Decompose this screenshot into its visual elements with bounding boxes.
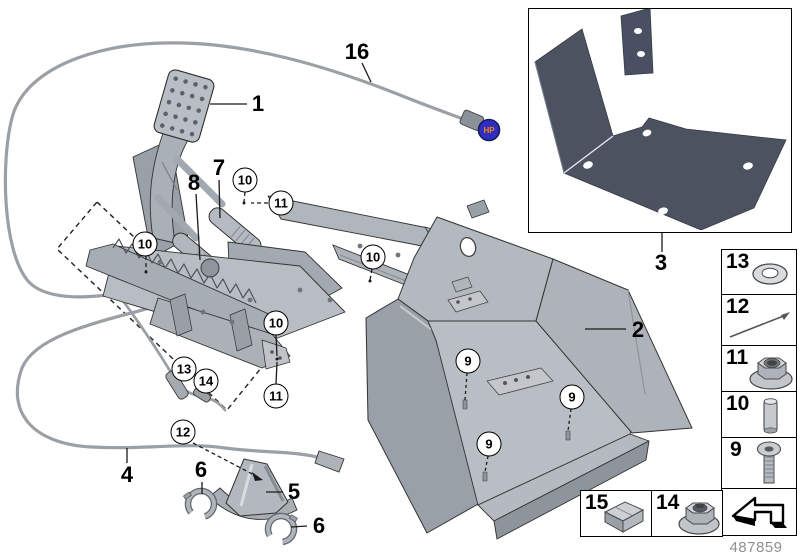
leader-lines [126,62,663,528]
diagram-number: 487859 [729,539,783,556]
callout-16[interactable]: 16 [344,39,370,64]
pedal-assembly-drawing [85,69,453,370]
legend-label-14: 14 [656,491,680,514]
callout-circled-12[interactable]: 12 [170,419,196,445]
funnel-drawing [208,458,298,520]
hp-knob-label: HP [483,126,495,135]
callout-circled-11b[interactable]: 11 [263,383,289,409]
hp-knob-cap [477,118,501,142]
callout-3[interactable]: 3 [654,250,668,275]
legend-label-10: 10 [726,391,750,415]
clamp-right-drawing [264,512,298,546]
cable-adjuster-drawing [107,280,227,412]
legend-label-15: 15 [585,491,609,514]
legend-item-11[interactable]: 11 [721,344,797,392]
legend-item-9[interactable]: 9 [721,437,797,490]
callout-circled-10c[interactable]: 10 [360,244,386,270]
callout-circled-14[interactable]: 14 [193,368,219,394]
floor-panel-drawing [534,7,787,231]
floor-bracket-drawing [365,199,693,540]
callout-circled-9b[interactable]: 9 [559,384,585,410]
legend-label-12: 12 [726,295,750,319]
flange-lock-nut-icon [678,502,720,535]
callout-circled-10d[interactable]: 10 [263,310,289,336]
callout-6b[interactable]: 6 [312,513,326,538]
legend-item-12[interactable]: 12 [721,294,797,347]
legend-item-13[interactable]: 13 [721,249,797,296]
panel-strap-drawing [620,7,654,76]
callout-circled-10a[interactable]: 10 [232,167,258,193]
legend-label-9: 9 [730,438,742,462]
legend-item-10[interactable]: 10 [721,390,797,438]
callout-circled-9c[interactable]: 9 [476,431,502,457]
callout-circled-9a[interactable]: 9 [455,348,481,374]
callout-4[interactable]: 4 [120,462,134,487]
brake-pedal-pad [153,69,215,143]
callout-2[interactable]: 2 [631,317,645,342]
callout-circled-10b[interactable]: 10 [132,231,158,257]
legend-arrow-box[interactable] [721,487,797,536]
legend-item-15[interactable]: 15 [580,490,653,537]
callout-circled-11a[interactable]: 11 [268,190,294,216]
callout-5[interactable]: 5 [287,479,301,504]
callout-circled-13[interactable]: 13 [171,356,197,382]
cable-16-drawing: HP [3,41,501,299]
legend-label-13: 13 [726,250,750,273]
flange-nut-icon [749,357,793,390]
direction-arrow-icon [731,496,787,528]
block-icon [603,501,645,533]
clamp-left-drawing [182,487,218,521]
legend-item-14[interactable]: 14 [651,490,723,537]
inset-box-panel [528,7,792,233]
callout-8[interactable]: 8 [187,170,201,195]
countersunk-screw-icon [756,441,782,484]
cable-rod-icon [729,312,790,339]
legend-label-11: 11 [726,345,749,369]
washer-icon [752,263,788,285]
callout-1[interactable]: 1 [251,91,265,116]
callout-7[interactable]: 7 [212,155,226,180]
pin-icon [763,398,778,434]
callout-6a[interactable]: 6 [194,457,208,482]
cable-4-drawing [15,297,345,473]
